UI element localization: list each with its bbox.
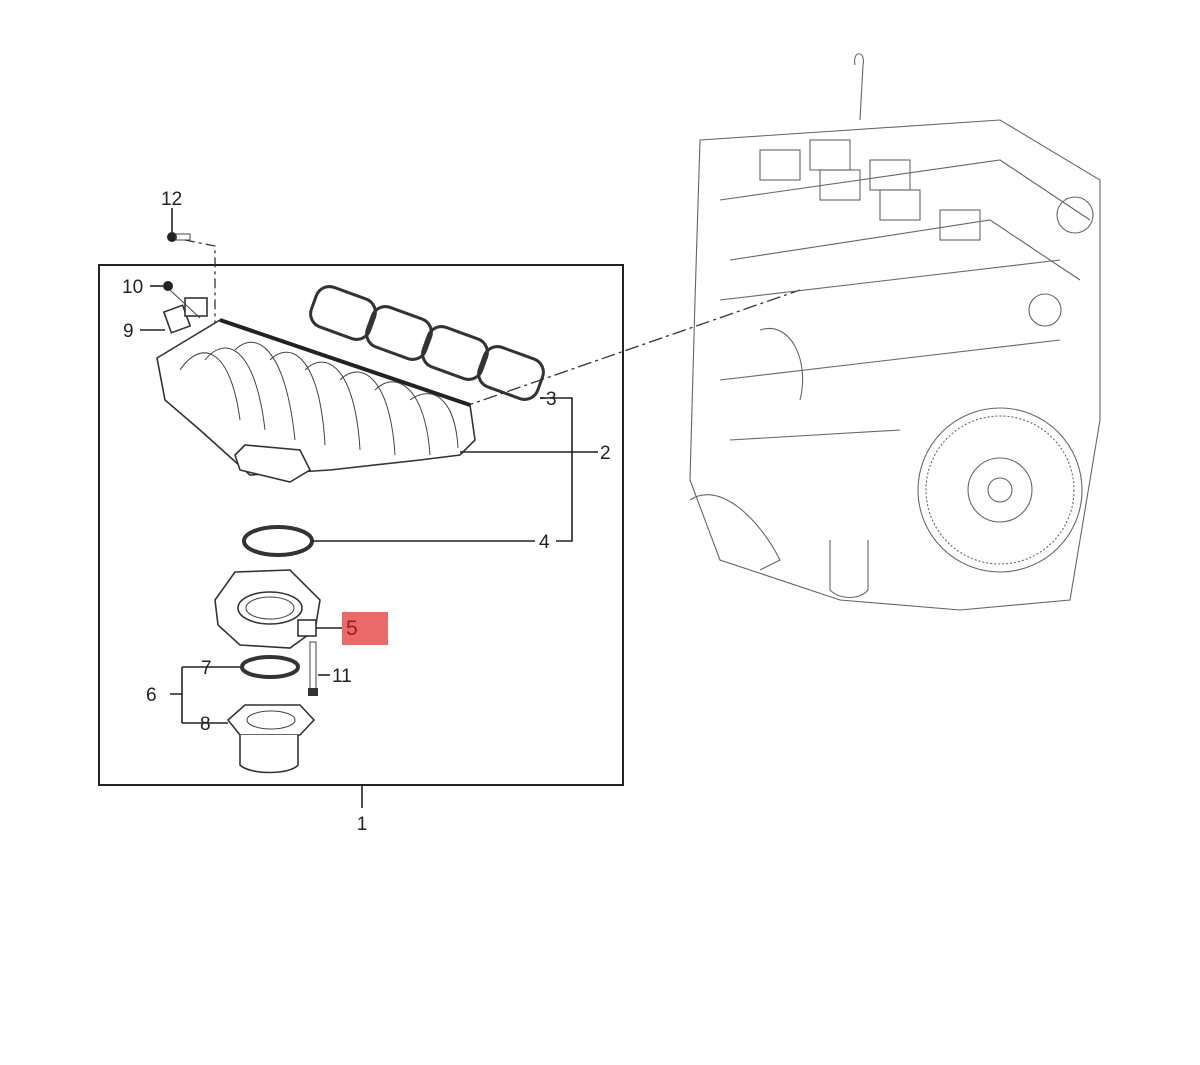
sensor-9 <box>162 297 208 334</box>
assembly-frame <box>98 264 624 786</box>
callout-9: 9 <box>123 321 134 342</box>
callout-1: 1 <box>357 814 368 835</box>
bolt-12 <box>167 232 191 242</box>
callout-8: 8 <box>200 714 211 735</box>
o-ring-4 <box>242 525 314 557</box>
callout-11: 11 <box>332 666 352 687</box>
adapter-8 <box>226 704 316 774</box>
bolt-11 <box>308 641 318 696</box>
callout-3: 3 <box>546 389 557 410</box>
manifold-gasket-3 <box>309 285 545 401</box>
seal-7 <box>240 655 300 679</box>
installation-line <box>459 289 801 409</box>
engine-illustration <box>689 53 1101 611</box>
callout-10: 10 <box>122 277 143 298</box>
callout-7: 7 <box>201 658 212 679</box>
callout-12: 12 <box>161 189 182 210</box>
throttle-body-5 <box>214 569 321 649</box>
callout-6: 6 <box>146 685 157 706</box>
callout-5-highlight[interactable] <box>342 612 388 645</box>
intake-manifold-2 <box>156 318 476 483</box>
callout-4: 4 <box>539 532 550 553</box>
callout-2: 2 <box>600 443 611 464</box>
bolt-10 <box>163 281 201 319</box>
callout-5[interactable]: 5 <box>346 617 358 640</box>
